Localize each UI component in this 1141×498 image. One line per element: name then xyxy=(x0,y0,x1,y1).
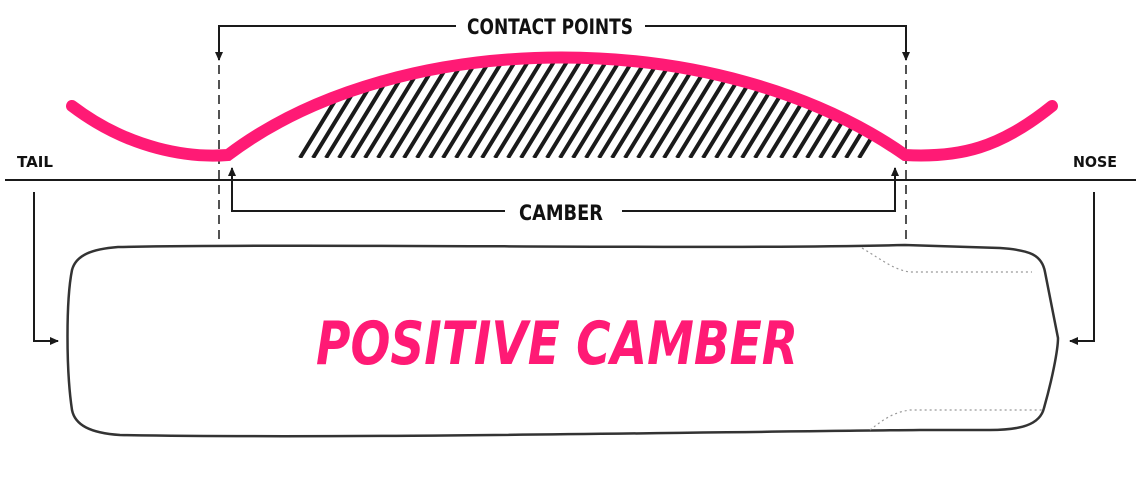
camber-profile-curve xyxy=(66,51,1058,162)
nose-arrow xyxy=(1069,192,1095,345)
camber-bracket-right xyxy=(622,167,899,212)
hatch-line xyxy=(506,58,570,158)
hatch-line xyxy=(389,58,453,158)
hatch-line xyxy=(571,58,635,158)
hatch-line xyxy=(415,58,479,158)
hatch-line xyxy=(545,58,609,158)
board-nose-inset-bottom xyxy=(869,409,1042,431)
contact-points-bracket-left xyxy=(215,25,456,61)
hatch-line xyxy=(636,58,700,158)
hatch-line xyxy=(402,58,466,158)
hatch-line xyxy=(532,58,596,158)
hatch-line xyxy=(493,58,557,158)
hatch-line xyxy=(753,58,817,158)
hatch-line xyxy=(324,58,388,158)
profile-title: POSITIVE CAMBER xyxy=(316,309,798,379)
hatch-line xyxy=(428,58,492,158)
hatch-line xyxy=(454,58,518,158)
contact-points-bracket-right xyxy=(645,25,910,61)
camber-bracket-left xyxy=(228,167,505,212)
hatch-line xyxy=(467,58,531,158)
hatch-line xyxy=(740,58,804,158)
tail-label: TAIL xyxy=(17,153,53,171)
hatch-line xyxy=(623,58,687,158)
hatch-line xyxy=(311,58,375,158)
hatch-line xyxy=(610,58,674,158)
board-outline xyxy=(66,243,1060,438)
contact-points-label: CONTACT POINTS xyxy=(467,15,633,39)
hatch-line xyxy=(441,58,505,158)
hatch-line xyxy=(519,58,583,158)
camber-label: CAMBER xyxy=(519,201,603,225)
tail-arrow xyxy=(33,192,59,345)
hatch-line xyxy=(480,58,544,158)
nose-label: NOSE xyxy=(1073,153,1117,171)
hatch-line xyxy=(584,58,648,158)
hatch-line xyxy=(597,58,661,158)
hatch-line xyxy=(558,58,622,158)
